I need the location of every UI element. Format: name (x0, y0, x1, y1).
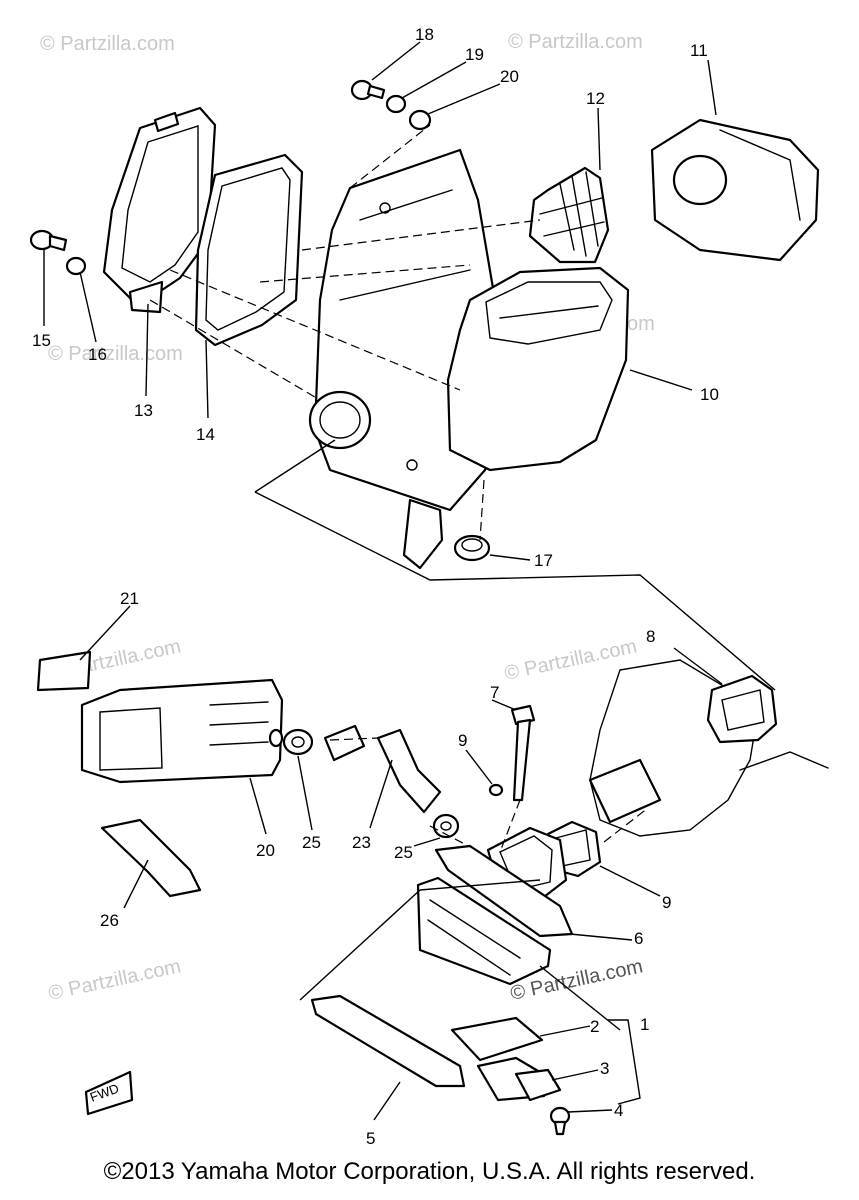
watermark: © Partzilla.com (48, 343, 183, 365)
part-clamp-25a (282, 728, 314, 756)
callout-12: 11 (690, 41, 708, 60)
callout-8: 9 (458, 731, 467, 750)
part-air-box-cover (102, 106, 217, 314)
callout-1: 1 (640, 1015, 649, 1034)
callout-6: 6 (634, 929, 643, 948)
copyright-footer: ©2013 Yamaha Motor Corporation, U.S.A. A… (103, 1158, 756, 1185)
callout-17: 16 (88, 345, 107, 364)
callout-25b: 25 (394, 843, 413, 862)
part-hose-short (323, 724, 366, 762)
assembly-line (254, 439, 776, 691)
callout-18: 17 (534, 551, 553, 570)
assembly-line (149, 124, 541, 541)
assembly-line (299, 879, 621, 1031)
part-clamp-10 (706, 674, 778, 744)
part-reed-2 (450, 1016, 544, 1062)
part-foam-filter (650, 118, 820, 262)
callout-14: 13 (134, 401, 153, 420)
part-clamp-25b (432, 813, 460, 839)
callout-3: 3 (600, 1059, 609, 1078)
fwd-marker: FWD (84, 1070, 134, 1116)
callout-2: 2 (590, 1017, 599, 1036)
part-bolt-19 (350, 79, 386, 101)
part-screw-7 (510, 704, 536, 802)
part-washer-8 (488, 783, 504, 797)
part-reed-body (416, 876, 552, 986)
callouts: 18 19 20 11 12 10 15 16 13 14 17 21 8 7 … (32, 25, 723, 1148)
callout-24: 23 (352, 833, 371, 852)
callout-13: 12 (586, 89, 605, 108)
part-bolt-16 (29, 229, 68, 252)
part-washer-17 (65, 256, 87, 276)
part-washer-20 (385, 94, 407, 114)
callout-20: 19 (465, 45, 484, 64)
watermark: © Partzilla.com (508, 31, 643, 53)
assembly-line (329, 737, 649, 853)
part-drain-plug (453, 534, 491, 562)
watermark: © Partzilla.com (46, 955, 182, 1005)
part-stopper-3b (514, 1068, 562, 1102)
part-air-box-shell (446, 266, 630, 472)
part-filter-cage (528, 166, 610, 264)
callout-21: 20 (500, 67, 519, 86)
part-strap (100, 818, 202, 898)
callout-22: 20 (256, 841, 275, 860)
callout-25a: 25 (302, 833, 321, 852)
callout-19: 18 (415, 25, 434, 44)
part-engine-outline (588, 659, 829, 837)
part-reed-body-detail (427, 899, 521, 976)
callout-10: 8 (646, 627, 655, 646)
part-label (36, 650, 92, 692)
watermark: © Partzilla.com (502, 635, 638, 685)
callout-16: 15 (32, 331, 51, 350)
part-hose-24 (376, 728, 442, 814)
part-gasket-inner (205, 167, 291, 331)
part-case-22 (80, 678, 284, 784)
callout-15: 14 (196, 425, 215, 444)
part-gasket-5 (310, 994, 466, 1088)
callout-23: 21 (120, 589, 139, 608)
callout-4: 4 (614, 1101, 623, 1120)
callout-9: 9 (662, 893, 671, 912)
watermark: © Partzilla.com (40, 33, 175, 55)
callout-26: 26 (100, 911, 119, 930)
part-screw-4 (549, 1106, 571, 1136)
part-grommet-21 (408, 109, 432, 131)
callout-5: 5 (366, 1129, 375, 1148)
callout-7: 7 (490, 683, 499, 702)
callout-11: 10 (700, 385, 719, 404)
